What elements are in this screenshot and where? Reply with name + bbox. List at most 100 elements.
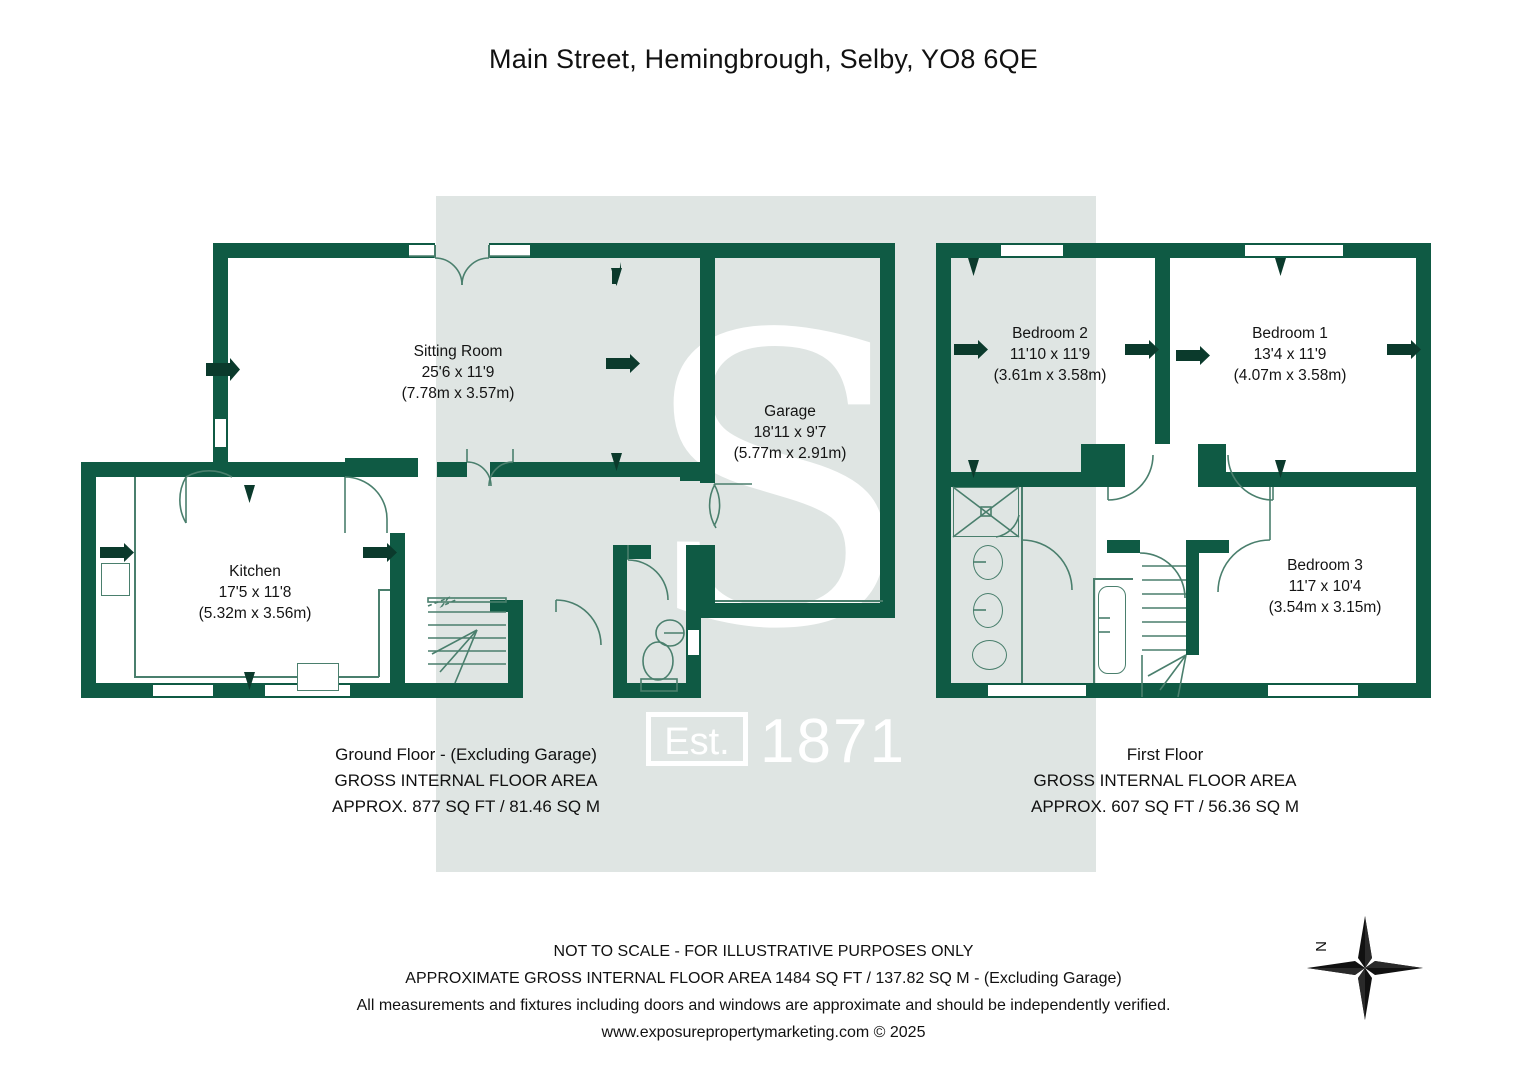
room-dim-metric: (3.61m x 3.58m) (993, 367, 1107, 384)
wall-ff-bottom-1 (936, 683, 988, 698)
footer-disclaimer: NOT TO SCALE - FOR ILLUSTRATIVE PURPOSES… (0, 938, 1527, 1046)
wall-kitchen-right (390, 533, 405, 698)
wall-ff-partition-bed2 (1155, 258, 1170, 444)
wall-hall-right (508, 600, 523, 698)
footer-line-3: All measurements and fixtures including … (356, 997, 1171, 1014)
caption-line-2: GROSS INTERNAL FLOOR AREA (334, 771, 598, 790)
wall-ff-landing-left-jamb (1111, 444, 1125, 487)
caption-line-1: Ground Floor - (Excluding Garage) (335, 745, 597, 764)
wall-ff-top-2 (1063, 243, 1245, 258)
room-dim-metric: (5.77m x 2.91m) (733, 445, 847, 462)
wall-gf-sitting-divider-2 (490, 462, 680, 477)
garage-door-line (715, 600, 883, 602)
bath-surround-line (1093, 578, 1133, 580)
wall-ff-stair-left (1107, 540, 1140, 553)
window-ff-top-2 (1245, 243, 1343, 258)
room-dim-imperial: 18'11 x 9'7 (753, 424, 827, 441)
wall-wc-right-upper (686, 545, 701, 630)
page-title: Main Street, Hemingbrough, Selby, YO8 6Q… (489, 44, 1038, 74)
shower-tray-fixture (953, 487, 1019, 537)
window-wc-right (686, 630, 701, 655)
wall-ff-stair-right-v (1186, 540, 1199, 655)
wall-ff-top-3 (1343, 243, 1431, 258)
room-dim-imperial: 17'5 x 11'8 (218, 584, 292, 601)
room-label-bedroom-3: Bedroom 3 11'7 x 10'4 (3.54m x 3.15m) (1235, 555, 1415, 618)
watermark-est-label: Est. (664, 721, 730, 763)
bath-fixture (1098, 586, 1126, 674)
first-floor-caption: First Floor GROSS INTERNAL FLOOR AREA AP… (965, 742, 1365, 820)
wall-wc-top (613, 545, 651, 559)
room-dim-metric: (3.54m x 3.15m) (1268, 599, 1382, 616)
watermark-letter-s: S (640, 252, 915, 717)
wall-ff-left (936, 243, 951, 698)
wall-kitchen-top-left (81, 462, 186, 477)
room-dim-metric: (4.07m x 3.58m) (1233, 367, 1347, 384)
wall-gf-projection-bottom-2 (345, 458, 418, 477)
caption-line-3: APPROX. 607 SQ FT / 56.36 SQ M (1030, 797, 1299, 816)
kitchen-counter-right (378, 589, 380, 677)
toilet-fixture (972, 640, 1007, 670)
wall-gf-sitting-divider (437, 462, 467, 477)
wall-kitchen-bottom-3 (350, 683, 390, 698)
room-name: Garage (764, 403, 816, 420)
room-dim-imperial: 11'7 x 10'4 (1288, 578, 1362, 595)
wall-ff-right (1416, 243, 1431, 698)
wall-garage-bottom (715, 603, 895, 618)
wall-gf-top-left (213, 243, 409, 258)
room-label-garage: Garage 18'11 x 9'7 (5.77m x 2.91m) (700, 401, 880, 464)
hob-fixture (101, 563, 130, 596)
wall-kitchen-left (81, 462, 96, 698)
footer-line-2: APPROXIMATE GROSS INTERNAL FLOOR AREA 14… (405, 970, 1122, 987)
wall-garage-inner-left (700, 545, 715, 618)
wall-ff-bed1-bottom (1226, 472, 1431, 487)
sink-fixture-1 (973, 545, 1003, 580)
room-dim-imperial: 25'6 x 11'9 (421, 364, 495, 381)
room-name: Bedroom 2 (1012, 325, 1088, 342)
sink-fixture-2 (973, 593, 1003, 628)
room-name: Sitting Room (413, 343, 503, 360)
wall-kitchen-bottom-2 (213, 683, 265, 698)
wall-kitchen-bottom-1 (81, 683, 153, 698)
wall-ff-bottom-3 (1358, 683, 1431, 698)
window-gf-bottom-1 (153, 683, 213, 698)
window-gf-left-1 (213, 419, 228, 447)
ground-floor-caption: Ground Floor - (Excluding Garage) GROSS … (266, 742, 666, 820)
footer-line-4: www.exposurepropertymarketing.com © 2025 (601, 1024, 926, 1041)
wall-hall-right-stub (490, 600, 523, 612)
watermark-year: 1871 (760, 707, 906, 776)
window-gf-top-2 (489, 243, 530, 258)
wall-garage-right (880, 243, 895, 618)
wall-ff-bed2-bottom-stub (1081, 444, 1111, 487)
room-name: Kitchen (229, 563, 281, 580)
wall-garage-left (700, 243, 715, 483)
watermark-est-box: Est. (646, 712, 748, 766)
room-dim-metric: (5.32m x 3.56m) (198, 605, 312, 622)
room-dim-imperial: 13'4 x 11'9 (1253, 346, 1327, 363)
wall-ff-top-1 (936, 243, 1001, 258)
caption-line-3: APPROX. 877 SQ FT / 81.46 SQ M (331, 797, 600, 816)
kitchen-counter-right-top (378, 589, 390, 591)
room-dim-imperial: 11'10 x 11'9 (1009, 346, 1091, 363)
room-dim-metric: (7.78m x 3.57m) (401, 385, 515, 402)
room-label-bedroom-2: Bedroom 2 11'10 x 11'9 (3.61m x 3.58m) (960, 323, 1140, 386)
wall-hall-bottom (405, 683, 523, 698)
room-label-sitting-room: Sitting Room 25'6 x 11'9 (7.78m x 3.57m) (368, 341, 548, 404)
kitchen-sink-fixture (297, 663, 339, 691)
wall-wc-right-lower (686, 655, 701, 698)
kitchen-counter-left (134, 477, 136, 677)
room-label-kitchen: Kitchen 17'5 x 11'8 (5.32m x 3.56m) (165, 561, 345, 624)
footer-line-1: NOT TO SCALE - FOR ILLUSTRATIVE PURPOSES… (553, 943, 974, 960)
wall-gf-projection-bottom (185, 462, 345, 477)
bath-surround-line-left (1093, 578, 1095, 683)
window-ff-bottom-1 (988, 683, 1086, 698)
first-floor-stairs (1141, 565, 1187, 698)
wall-ff-bed2-bottom (936, 472, 1096, 487)
wall-gf-left-projection (213, 243, 228, 419)
wall-wc-left (613, 545, 627, 698)
kitchen-counter-bottom (134, 676, 379, 678)
wall-ff-bottom-2 (1086, 683, 1268, 698)
room-label-bedroom-1: Bedroom 1 13'4 x 11'9 (4.07m x 3.58m) (1200, 323, 1380, 386)
window-gf-top-1 (409, 243, 435, 258)
caption-line-1: First Floor (1126, 745, 1204, 764)
